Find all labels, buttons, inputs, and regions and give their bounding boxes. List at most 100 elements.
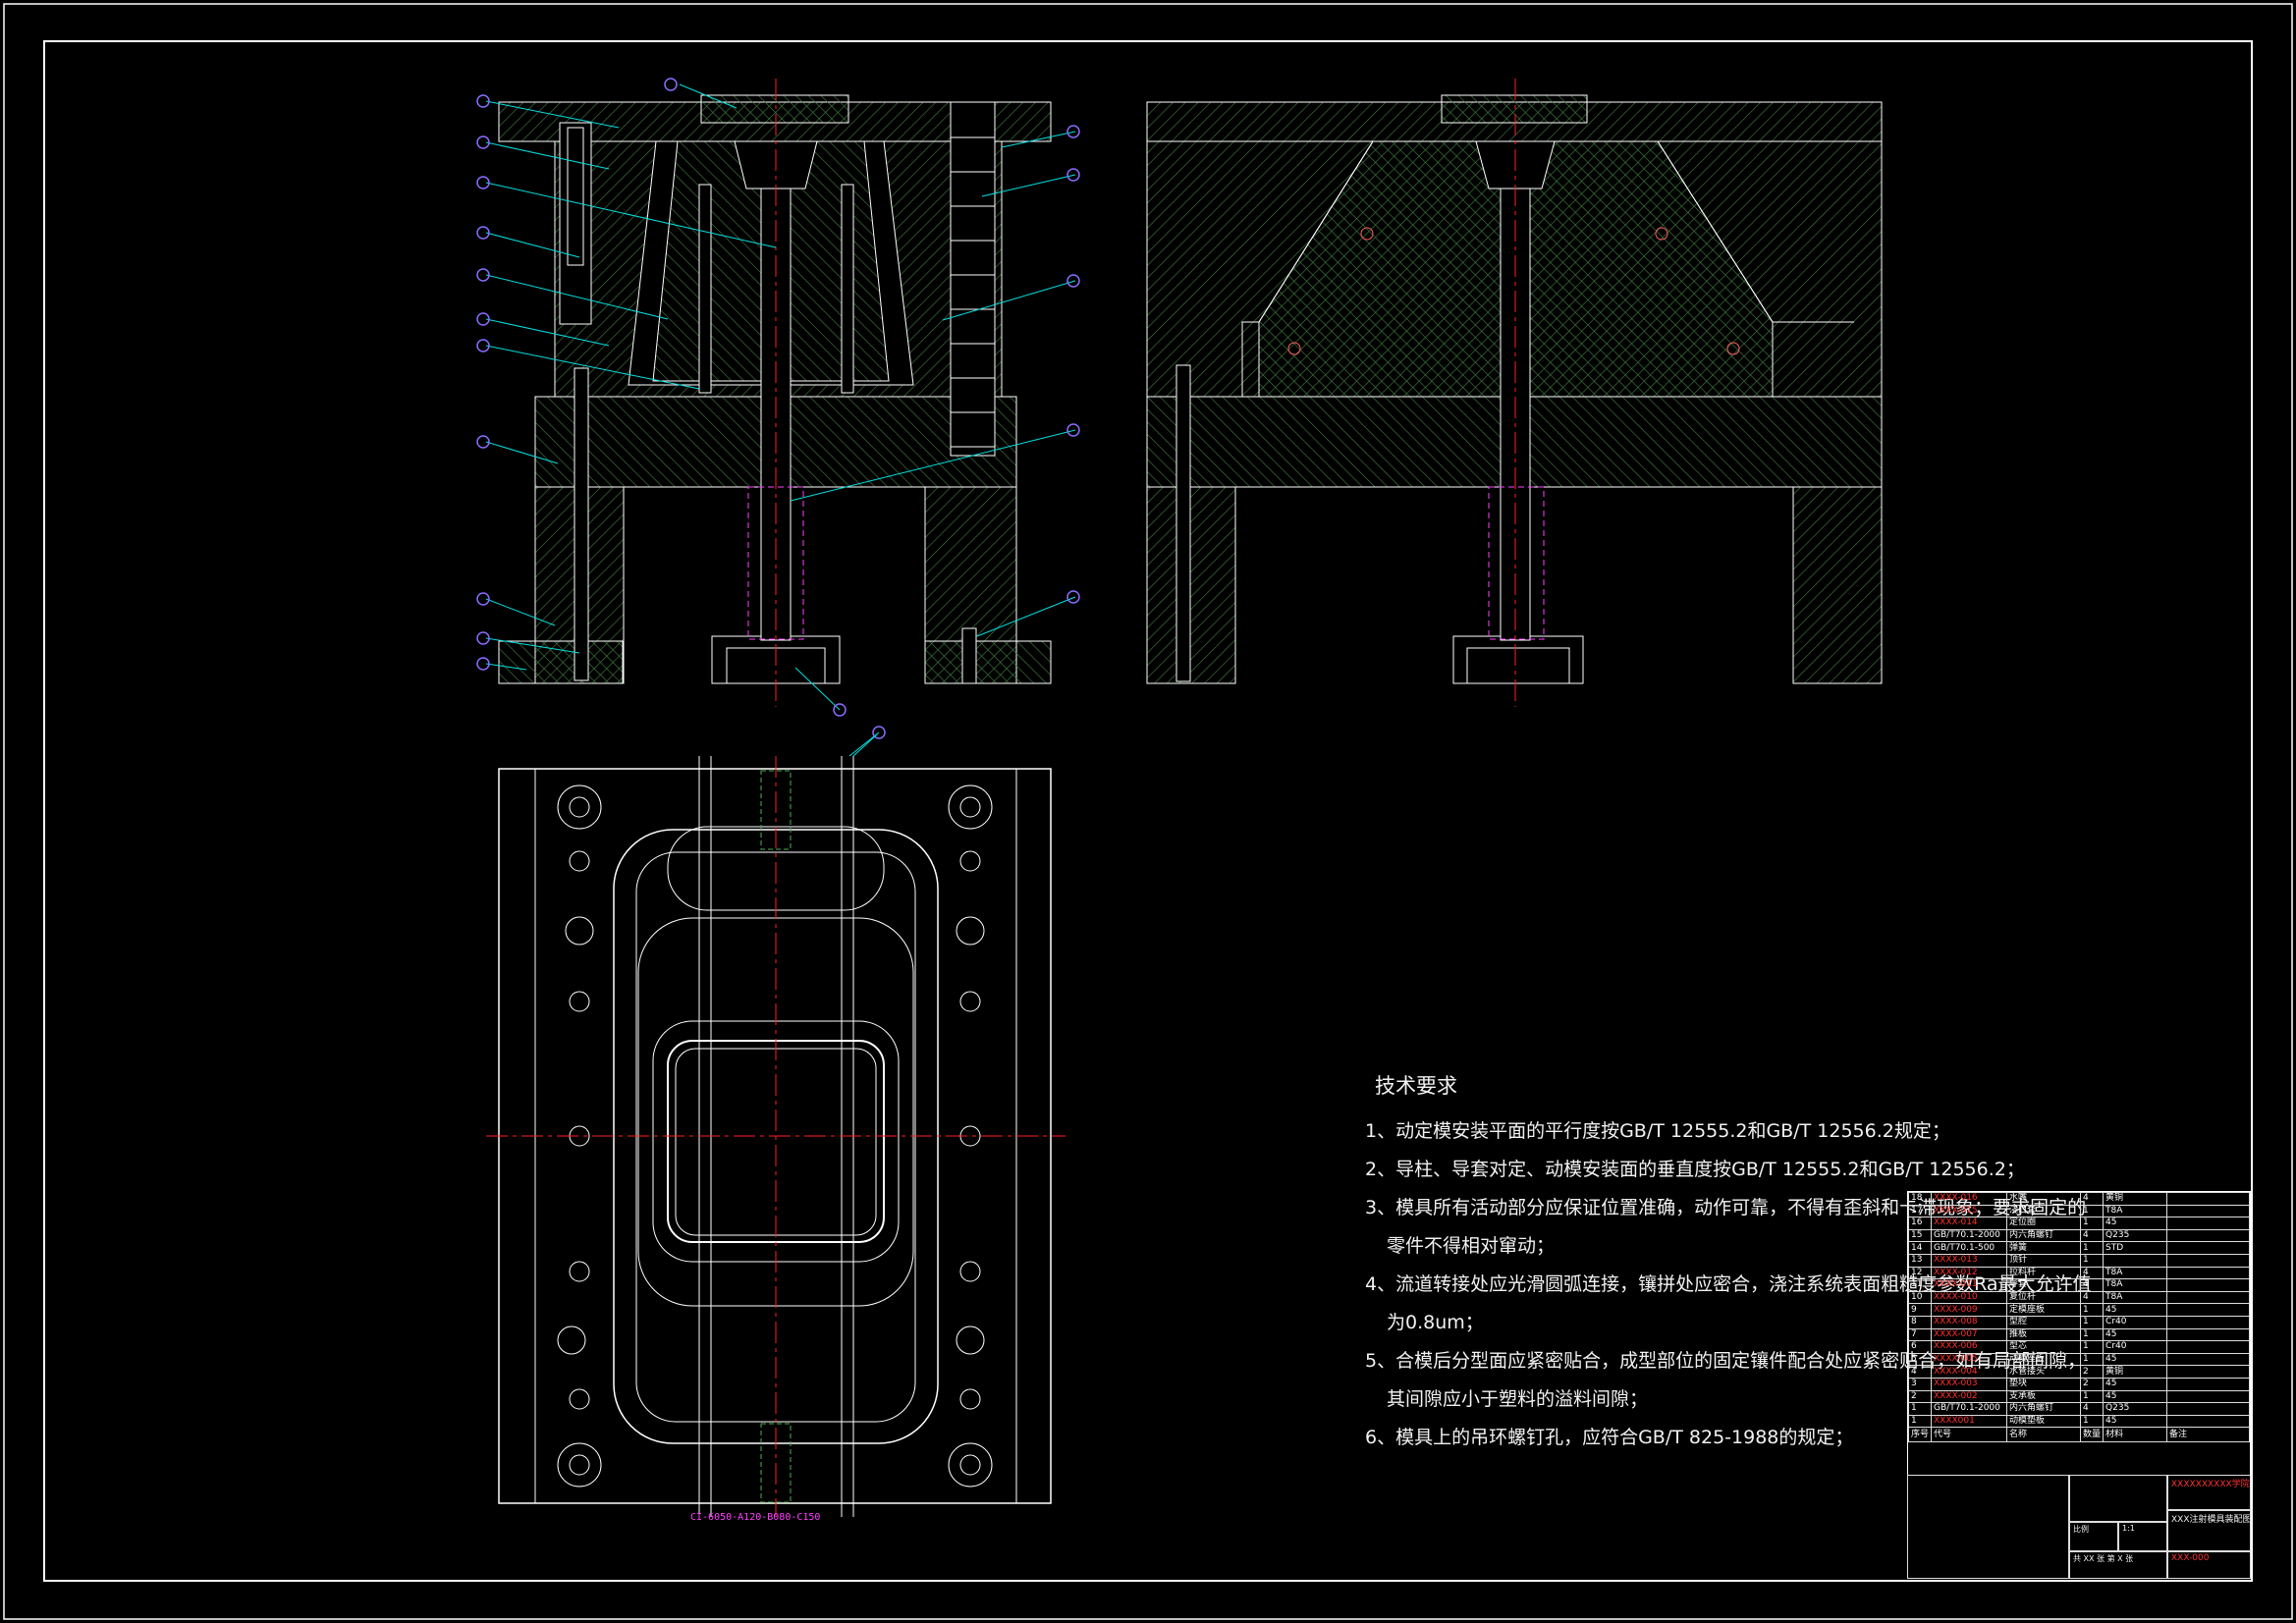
bom-cell-name: 动模垫板	[2006, 1414, 2082, 1429]
bom-cell-name: 定位圈	[2006, 1217, 2082, 1230]
bom-cell-name: 垫块	[2006, 1377, 2082, 1391]
plan-view-label: CI-6050-A120-B080-C150	[690, 1512, 820, 1523]
tech-item-1: 1、动定模安装平面的平行度按GB/T 12555.2和GB/T 12556.2规…	[1365, 1120, 1950, 1142]
bom-cell-mat: Cr40	[2103, 1315, 2168, 1329]
sheet-border-inner	[43, 40, 2253, 1582]
bom-cell-qty: 1	[2080, 1352, 2105, 1367]
bom-header-cell: 名称	[2006, 1427, 2082, 1443]
bom-cell-mat: Cr40	[2103, 1340, 2168, 1354]
tech-item-2: 2、导柱、导套对定、动模安装面的垂直度按GB/T 12555.2和GB/T 12…	[1365, 1159, 2025, 1180]
bom-cell-code: XXXX-012	[1931, 1266, 2008, 1280]
bom-cell-mat: T8A	[2103, 1278, 2168, 1292]
bom-cell-name: 内六角螺钉	[2006, 1228, 2082, 1243]
bom-cell-no: 1	[1907, 1414, 1933, 1429]
bom-cell-mat: Q235	[2103, 1402, 2168, 1416]
tech-item-3: 3、模具所有活动部分应保证位置准确，动作可靠，不得有歪斜和卡滞现象；要求固定的	[1365, 1197, 2087, 1218]
bom-cell-name: 型芯	[2006, 1340, 2082, 1354]
bom-cell-mat: 45	[2103, 1377, 2168, 1391]
bom-cell-mat: T8A	[2103, 1290, 2168, 1305]
bom-cell-code: XXXX-013	[1931, 1253, 2008, 1268]
bom-cell-no: 10	[1907, 1290, 1933, 1305]
bom-cell-qty: 1	[2080, 1315, 2105, 1329]
bom-cell-qty: 1	[2080, 1389, 2105, 1404]
bom-cell-code: XXXX-005	[1931, 1352, 2008, 1367]
bom-cell-code: XXXX-008	[1931, 1315, 2008, 1329]
bom-header-cell: 备注	[2166, 1427, 2250, 1443]
tech-item-4: 4、流道转接处应光滑圆弧连接，镶拼处应密合，浇注系统表面粗糙度参数Ra最大允许值	[1365, 1273, 2092, 1295]
bom-cell-qty: 4	[2080, 1402, 2105, 1416]
plan-view: CI-6050-A120-B080-C150	[486, 733, 1066, 1523]
bom-cell-code: GB/T70.1-500	[1931, 1241, 2008, 1255]
scale-value: 1:1	[2118, 1522, 2167, 1551]
bom-cell-no: 8	[1907, 1315, 1933, 1329]
bom-cell-code: XXXX-011	[1931, 1278, 2008, 1292]
bom-cell-name: 浇口套	[2006, 1204, 2082, 1218]
drawing-number: XXX-000	[2167, 1551, 2251, 1579]
bom-cell-no: 14	[1907, 1241, 1933, 1255]
bom-cell-code: XXXX-006	[1931, 1340, 2008, 1354]
front-section-view	[476, 78, 1080, 757]
bom-cell-mat: 45	[2103, 1352, 2168, 1367]
bom-cell-name: 内六角螺钉	[2006, 1402, 2082, 1416]
bom-cell-code: XXXX-009	[1931, 1303, 2008, 1317]
bom-cell-mat: 45	[2103, 1217, 2168, 1230]
bom-cell-qty: 4	[2080, 1228, 2105, 1243]
bom-cell-name: 水管接头	[2006, 1365, 2082, 1379]
bom-cell-name: 推板	[2006, 1327, 2082, 1342]
bom-cell-mat: 45	[2103, 1414, 2168, 1429]
bom-cell-name: 动模座板	[2006, 1352, 2082, 1367]
bom-cell-no: 18	[1907, 1192, 1933, 1206]
bom-cell-qty: 2	[2080, 1377, 2105, 1391]
bom-cell-code: XXXX-015	[1931, 1204, 2008, 1218]
bom-cell-no: 15	[1907, 1228, 1933, 1243]
bom-cell-code: XXXX-002	[1931, 1389, 2008, 1404]
bom-cell-code: XXXX-003	[1931, 1377, 2008, 1391]
bom-cell-no: 17	[1907, 1204, 1933, 1218]
bom-cell-qty: 1	[2080, 1340, 2105, 1354]
bom-cell-no: 9	[1907, 1303, 1933, 1317]
bom-cell-code: XXXX-010	[1931, 1290, 2008, 1305]
bom-cell-no: 6	[1907, 1340, 1933, 1354]
bom-cell-code: XXXX001	[1931, 1414, 2008, 1429]
bom-cell-mat: 45	[2103, 1389, 2168, 1404]
bom-cell-mat: T8A	[2103, 1204, 2168, 1218]
bom-header-cell: 代号	[1931, 1427, 2008, 1443]
sheet-border-outer	[3, 3, 2293, 1620]
bom-cell-no: 12	[1907, 1266, 1933, 1280]
bom-cell-qty: 4	[2080, 1290, 2105, 1305]
bom-cell-qty: 4	[2080, 1266, 2105, 1280]
bom-cell-mat: 黄铜	[2103, 1365, 2168, 1379]
bom-cell-mat	[2103, 1253, 2168, 1268]
bom-cell-mat: T8A	[2103, 1266, 2168, 1280]
tech-item-5-cont: 其间隙应小于塑料的溢料间隙；	[1387, 1388, 1649, 1410]
bom-cell-name: 导套	[2006, 1278, 2082, 1292]
bom-cell-mat: 45	[2103, 1327, 2168, 1342]
bom-cell-name: 定模座板	[2006, 1303, 2082, 1317]
bom-cell-qty: 4	[2080, 1278, 2105, 1292]
bom-cell-qty: 1	[2080, 1253, 2105, 1268]
bom-cell-code: XXXX-004	[1931, 1365, 2008, 1379]
bom-cell-name: 复位杆	[2006, 1290, 2082, 1305]
side-section-view	[1146, 79, 1883, 707]
bom-cell-name: 支承板	[2006, 1389, 2082, 1404]
bom-cell-qty: 2	[2080, 1365, 2105, 1379]
bom-cell-mat: 45	[2103, 1303, 2168, 1317]
tech-item-5: 5、合模后分型面应紧密贴合，成型部位的固定镶件配合处应紧密贴合，如有局部间隙，	[1365, 1350, 2087, 1372]
bom-cell-qty: 1	[2080, 1204, 2105, 1218]
bom-cell-code: GB/T70.1-2000	[1931, 1228, 2008, 1243]
bom-cell-no: 2	[1907, 1389, 1933, 1404]
bom-cell-name: 拉料杆	[2006, 1266, 2082, 1280]
company-name: XXXXXXXXXX学院	[2167, 1475, 2251, 1510]
